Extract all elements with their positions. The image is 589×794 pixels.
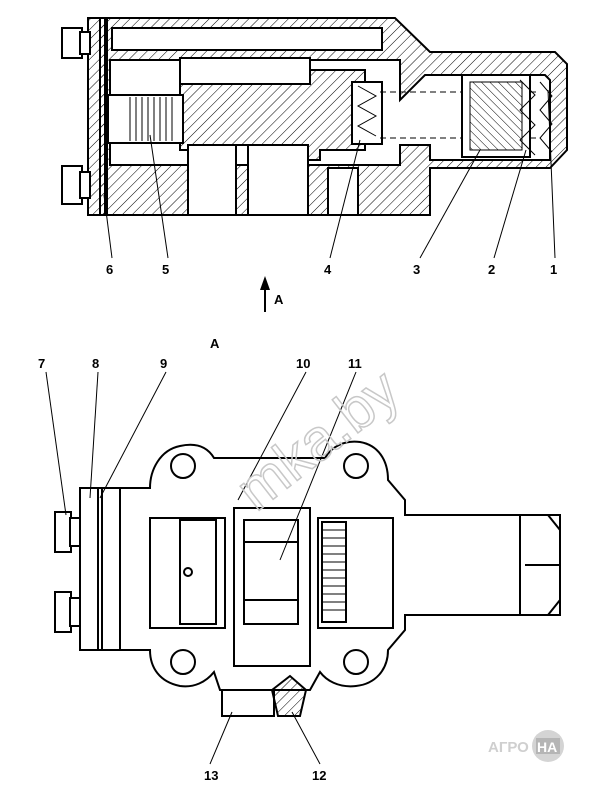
callout-1: 1 [550, 262, 557, 277]
spring-1 [539, 81, 553, 153]
arrow-label: A [274, 292, 284, 307]
logo-left-text: АГРО [488, 739, 529, 756]
mount-hole-1 [170, 453, 196, 479]
plan-view [54, 440, 561, 717]
callout-leaders-top [103, 89, 556, 259]
callout-leaders-bottom [45, 371, 357, 765]
spring-2 [519, 79, 536, 156]
cup-insert [469, 81, 523, 151]
agro-logo: АГРО НА [488, 730, 564, 762]
port-center [247, 144, 309, 216]
callout-10: 10 [296, 356, 310, 371]
callout-2: 2 [488, 262, 495, 277]
bolt-bottom [61, 165, 91, 205]
section-view [61, 17, 568, 216]
view-arrow: A [260, 276, 284, 312]
callout-6: 6 [106, 262, 113, 277]
callout-4: 4 [324, 262, 332, 277]
upper-channel [111, 27, 383, 51]
callout-9: 9 [160, 356, 167, 371]
plunger [107, 94, 184, 144]
bolt-upper [54, 511, 81, 553]
callout-7: 7 [38, 356, 45, 371]
spool-neck [179, 57, 311, 85]
callout-8: 8 [92, 356, 99, 371]
gasket [104, 18, 108, 215]
view-label: A [210, 336, 220, 351]
callout-13: 13 [204, 768, 218, 783]
plunger-ribs [129, 97, 173, 141]
face-plate [79, 487, 121, 651]
logo-right-text: НА [537, 739, 557, 755]
boss-13 [221, 689, 275, 717]
bolt-top [61, 27, 91, 59]
callouts-bottom: 7 8 9 10 11 13 12 [38, 356, 362, 783]
spring-4 [356, 85, 378, 137]
port-left [187, 144, 237, 216]
logo-box [536, 738, 560, 754]
spring-seat [351, 81, 383, 145]
mount-hole-4 [343, 649, 369, 675]
callout-12: 12 [312, 768, 326, 783]
lever-right-ribs [321, 521, 347, 623]
mount-hole-3 [170, 649, 196, 675]
callout-3: 3 [413, 262, 420, 277]
callouts-top: 6 5 4 3 2 1 [106, 262, 557, 277]
bolt-lower [54, 591, 81, 633]
mount-hole-2 [343, 453, 369, 479]
lever-pin [183, 567, 193, 577]
callout-5: 5 [162, 262, 169, 277]
callout-11: 11 [348, 356, 362, 371]
plug-12 [270, 674, 308, 717]
